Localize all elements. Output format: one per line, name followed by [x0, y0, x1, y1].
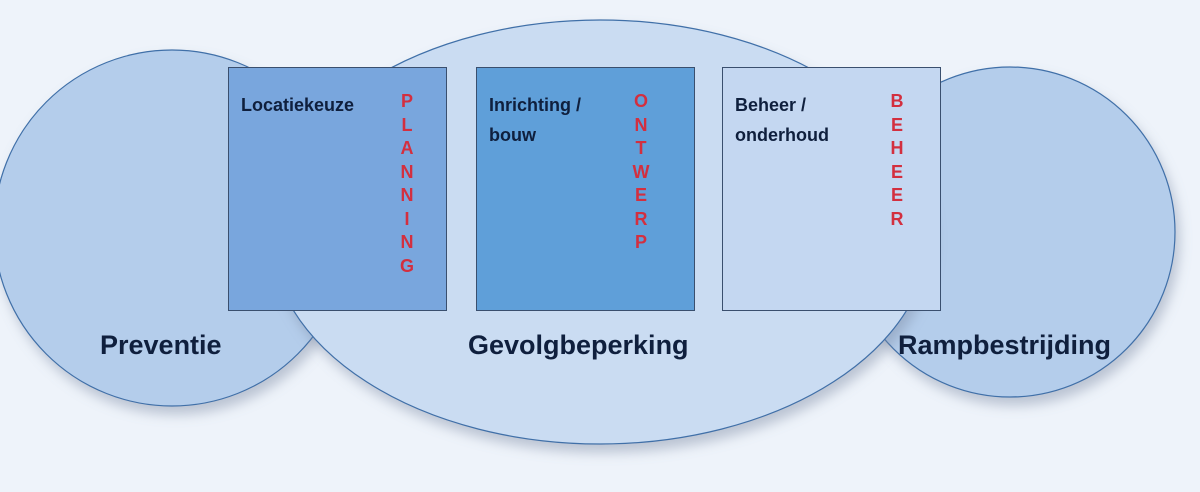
phase-letter: L	[401, 114, 413, 135]
phase-letter: G	[399, 255, 414, 276]
phase-letter: B	[890, 91, 904, 111]
gevolgbeperking-label: Gevolgbeperking	[468, 330, 689, 360]
phase-letter: N	[634, 114, 648, 135]
phase-letter: P	[400, 91, 413, 111]
ontwerp-box-title: Inrichting / bouw	[489, 95, 581, 145]
phase-letter: N	[400, 161, 414, 182]
planning-box-title: Locatiekeuze	[241, 95, 355, 115]
phase-letter: E	[890, 185, 903, 205]
phase-letter: P	[634, 232, 647, 252]
preventie-label: Preventie	[100, 330, 222, 360]
beheer-box-title: Beheer / onderhoud	[735, 95, 829, 145]
phase-letter: E	[634, 185, 647, 205]
phase-letter: E	[890, 114, 903, 135]
phase-letter: E	[890, 161, 903, 182]
phase-letter: A	[400, 138, 414, 158]
phase-letter: N	[400, 232, 414, 252]
phase-letter: I	[404, 208, 410, 229]
phase-letter: W	[632, 161, 650, 182]
phase-letter: R	[890, 208, 904, 229]
phase-letter: O	[633, 91, 648, 111]
rampbestrijding-label: Rampbestrijding	[898, 330, 1112, 360]
phase-letter: R	[634, 208, 648, 229]
phase-letter: H	[890, 138, 904, 158]
phase-letter: T	[635, 138, 647, 158]
phase-letter: N	[400, 185, 414, 205]
